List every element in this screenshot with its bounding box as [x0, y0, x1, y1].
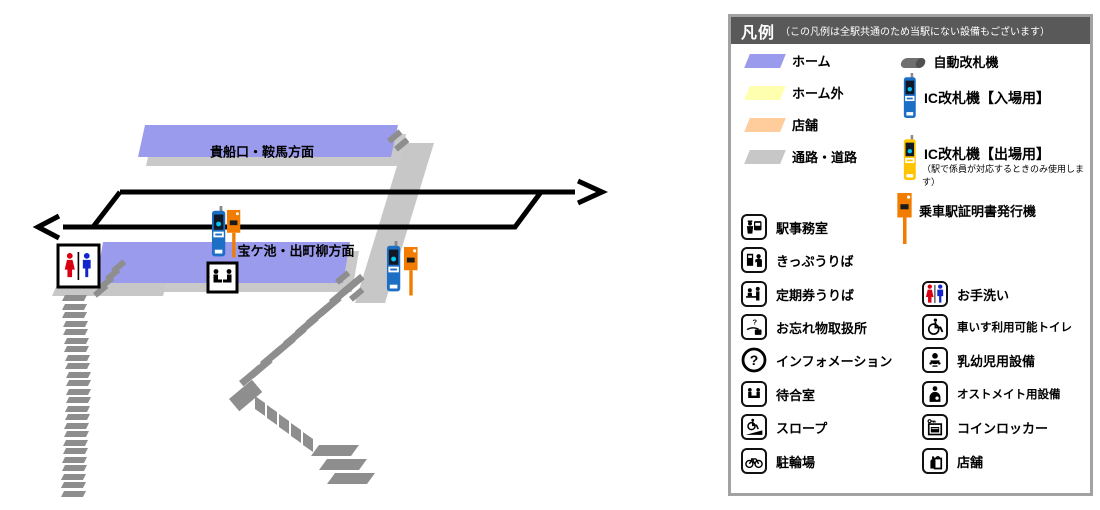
legend-row-ticket-office: きっぷうりば [741, 247, 853, 273]
legend-label: 車いす利用可能トイレ [957, 322, 1072, 334]
lost-and-found-icon: ? [741, 314, 767, 340]
waiting-room-icon [741, 381, 767, 407]
legend-label: オストメイト用設備 [957, 389, 1061, 401]
legend-label: IC改札機【入場用】 [924, 90, 1050, 106]
legend-row-waiting-room: 待合室 [741, 381, 815, 407]
legend-label: ホーム [792, 54, 831, 69]
platform-bottom-label: 宝ケ池・出町柳方面 [237, 244, 354, 259]
ticket-office-icon [741, 247, 767, 273]
station-map: 貴船口・鞍馬方面 宝ケ池・出町柳方面 [32, 125, 609, 497]
boarding-certificate-machine-icon [403, 246, 418, 296]
station-office-icon [741, 214, 767, 240]
legend-label: きっぷうりば [776, 253, 854, 269]
legend-label: 通路・道路 [792, 150, 858, 165]
legend-row-shop-area: 店舗 [744, 115, 819, 134]
legend-row-lost-and-found: ? お忘れ物取扱所 [741, 314, 867, 340]
staircase-left [61, 295, 91, 497]
legend-row-ostomate: オストメイト用設備 [922, 381, 1061, 407]
ic-gate-entry-machine-icon [903, 73, 917, 127]
legend-title: 凡例 [741, 24, 776, 42]
coin-locker-icon [922, 414, 948, 440]
ostomate-facility-icon [922, 381, 948, 407]
legend-label: スロープ [776, 420, 828, 436]
legend-row-coin-locker: コインロッカー [922, 414, 1048, 440]
shop-area-swatch [744, 117, 786, 132]
track-arrow-left [32, 213, 61, 241]
legend-label: ホーム外 [792, 86, 844, 101]
legend-label: IC改札機【出場用】 [924, 146, 1050, 162]
ic-gate-machine-icon [211, 206, 226, 257]
legend-label: 店舗 [792, 118, 819, 133]
legend-row-bicycle-parking: 駐輪場 [741, 448, 815, 474]
baby-facility-icon [922, 347, 948, 373]
legend-panel: 凡例 （この凡例は全駅共通のため当駅にない設備もございます） ホーム ホーム外 … [728, 14, 1093, 496]
track-arrow-right [576, 178, 609, 206]
bicycle-parking-icon [741, 448, 767, 474]
legend-row-baby-facility: 乳幼児用設備 [922, 347, 1035, 373]
legend-row-slope: スロープ [741, 414, 827, 440]
legend-label: 定期券うりば [776, 287, 855, 303]
information-icon: ? [741, 347, 767, 373]
legend-row-pass-office: 定期券うりば [741, 281, 854, 307]
legend-label: 乳幼児用設備 [957, 353, 1036, 369]
walkway-swatch [744, 149, 786, 164]
legend-label: お忘れ物取扱所 [776, 320, 868, 336]
legend-row-wheelchair-toilet: 車いす利用可能トイレ [922, 314, 1072, 340]
legend-label: 自動改札機 [933, 55, 999, 70]
legend-label: 駅事務室 [776, 220, 829, 236]
toilet-icon [922, 281, 948, 307]
slope-icon [741, 414, 767, 440]
toilet-icon [56, 243, 101, 289]
wheelchair-toilet-icon [922, 314, 948, 340]
svg-text:?: ? [753, 318, 758, 327]
waiting-room-icon [206, 261, 239, 294]
off-platform-swatch [744, 85, 786, 100]
legend-header: 凡例 （この凡例は全駅共通のため当駅にない設備もございます） [731, 17, 1090, 44]
ic-gate-exit-machine-icon [903, 135, 917, 189]
legend-label: インフォメーション [776, 353, 893, 369]
ic-gate-machine-icon [386, 241, 401, 292]
legend-row-shop: 店舗 [922, 448, 983, 474]
boarding-certificate-machine-icon [896, 192, 913, 250]
platform-top-label: 貴船口・鞍馬方面 [210, 145, 314, 160]
legend-label: 店舗 [957, 454, 984, 470]
walkway-band [355, 143, 434, 303]
shop-icon [922, 448, 948, 474]
platform-top [138, 125, 398, 157]
staircase-lower-flight [255, 396, 375, 484]
svg-text:?: ? [750, 352, 759, 368]
legend-row-off-platform: ホーム外 [744, 83, 844, 102]
legend-label: 駐輪場 [776, 454, 816, 470]
legend-note: （この凡例は全駅共通のため当駅にない設備もございます） [780, 27, 1051, 38]
legend-row-auto-gate: 自動改札機 [895, 52, 998, 72]
automatic-gate-icon [900, 57, 926, 68]
legend-row-toilet: お手洗い [922, 281, 1009, 307]
legend-label: 乗車駅証明書発行機 [919, 204, 1037, 219]
legend-row-platform: ホーム [744, 51, 831, 70]
legend-label: 待合室 [776, 387, 816, 403]
railway-tracks [32, 178, 609, 241]
pass-office-icon [741, 281, 767, 307]
platform-swatch [744, 53, 786, 68]
legend-row-walkway: 通路・道路 [744, 147, 858, 166]
legend-label: お手洗い [957, 287, 1010, 303]
legend-sub-note: （駅で係員が対応するときのみ使用します） [922, 164, 1085, 187]
legend-label: コインロッカー [957, 420, 1049, 436]
legend-row-information: ? インフォメーション [741, 347, 892, 373]
legend-row-station-office: 駅事務室 [741, 214, 828, 240]
